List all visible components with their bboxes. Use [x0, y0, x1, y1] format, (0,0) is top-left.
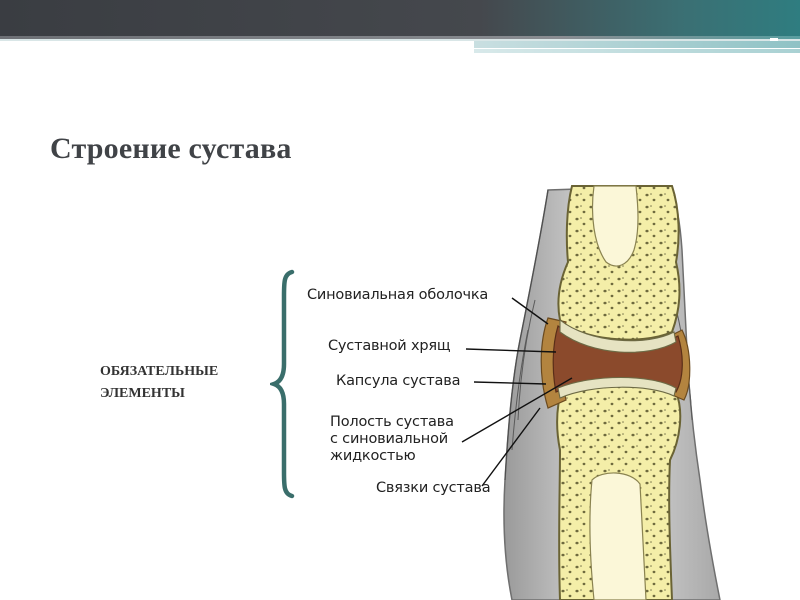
pointer-cartilage: [465, 348, 557, 353]
pointer-capsule: [473, 381, 547, 385]
header-bar: [0, 0, 800, 36]
required-elements-label: ОБЯЗАТЕЛЬНЫЕ ЭЛЕМЕНТЫ: [100, 361, 218, 405]
lower-bone: [556, 379, 682, 600]
label-articular-cartilage: Суставной хрящ: [328, 338, 451, 354]
pointer-lines: [461, 297, 573, 487]
required-elements-line2: ЭЛЕМЕНТЫ: [100, 386, 185, 401]
accent-bar: [474, 41, 800, 48]
accent-bar-thin: [474, 49, 800, 53]
accent-mark: [770, 38, 778, 41]
label-joint-cavity-line2: с синовиальной: [330, 431, 448, 447]
pointer-ligaments: [481, 407, 541, 487]
label-joint-cavity: Полость сустава с синовиальной жидкостью: [330, 414, 454, 465]
slide-title: Строение сустава: [50, 132, 292, 165]
pointer-cavity: [461, 377, 573, 443]
curly-brace-icon: [270, 269, 295, 499]
articular-cartilage: [557, 318, 677, 399]
accent-line: [0, 39, 800, 41]
label-joint-cavity-line1: Полость сустава: [330, 414, 454, 430]
label-synovial-membrane: Синовиальная оболочка: [307, 287, 489, 303]
pointer-synovial-membrane: [511, 297, 549, 325]
upper-bone: [557, 185, 681, 341]
required-elements-line1: ОБЯЗАТЕЛЬНЫЕ: [100, 364, 219, 379]
label-ligaments: Связки сустава: [376, 480, 491, 496]
label-joint-capsule: Капсула сустава: [336, 373, 461, 389]
label-joint-cavity-line3: жидкостью: [330, 448, 416, 464]
header-bar-edge: [0, 36, 800, 39]
